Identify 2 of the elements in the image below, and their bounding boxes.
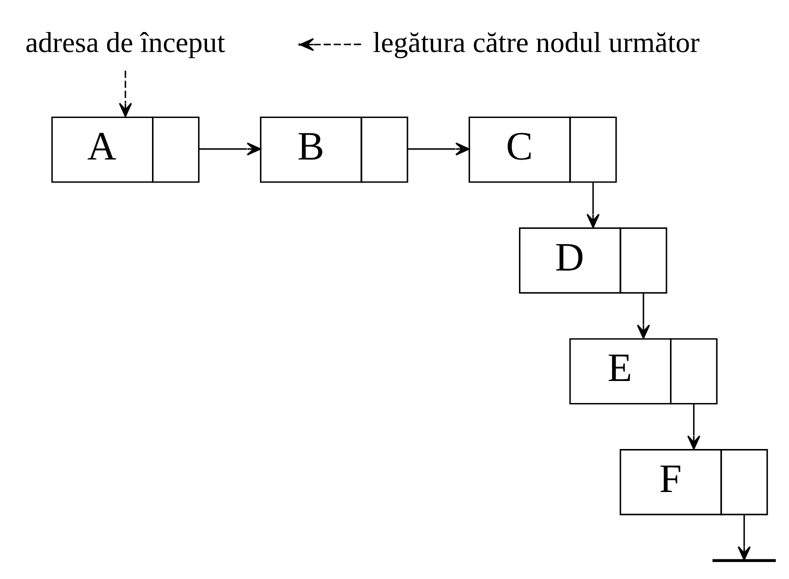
node-text: legătura către nodul următor [372, 26, 700, 58]
node-text: adresa de început [25, 26, 226, 58]
